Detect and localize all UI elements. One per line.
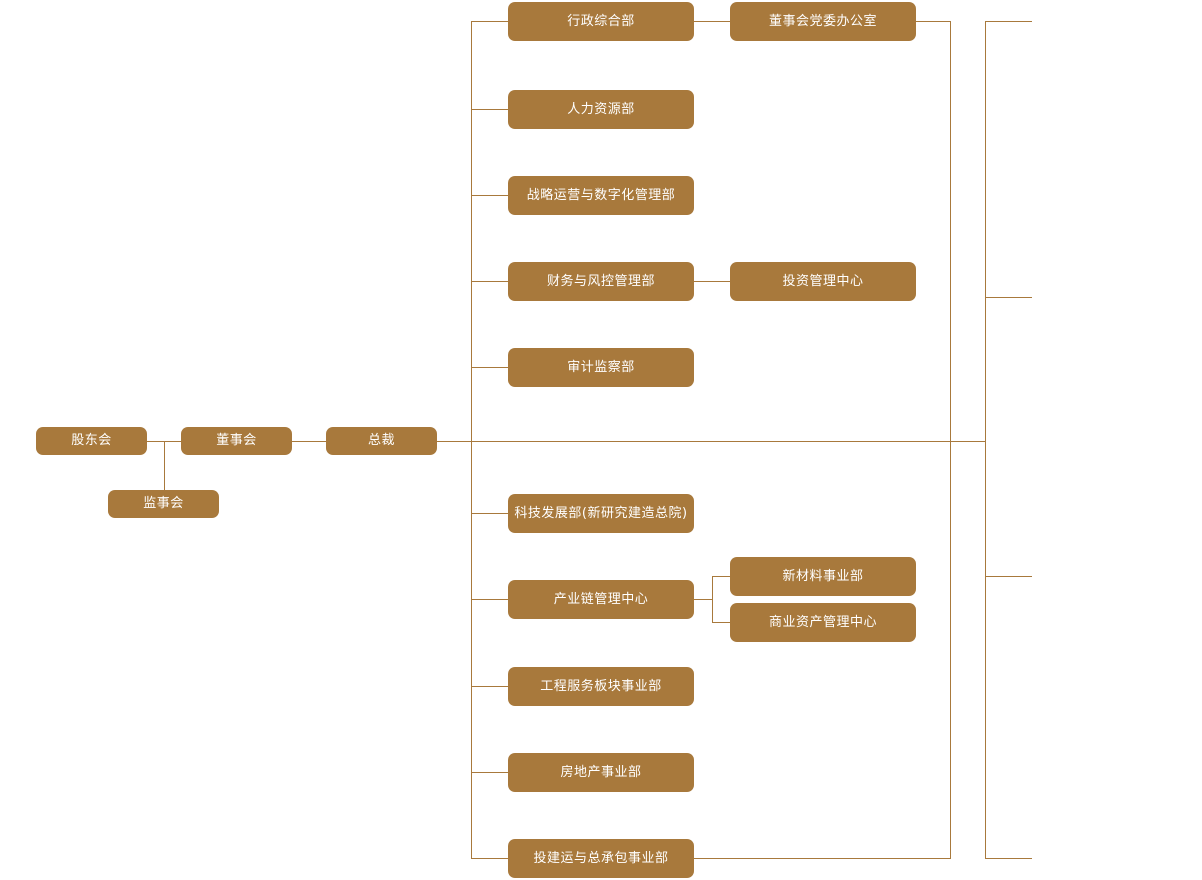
connector-admin-to-party-office (694, 21, 730, 22)
node-supervisory-board[interactable]: 监事会 (108, 490, 219, 518)
stub-upper-3 (471, 195, 509, 196)
connector-finance-to-investment (694, 281, 730, 282)
node-investment-construction-contracting-division[interactable]: 投建运与总承包事业部 (508, 839, 694, 878)
node-engineering-services-division[interactable]: 工程服务板块事业部 (508, 667, 694, 706)
stub-upper-4 (471, 281, 509, 282)
stub-upper-5 (471, 367, 509, 368)
node-new-materials-division[interactable]: 新材料事业部 (730, 557, 916, 596)
stub-lower-1 (471, 513, 509, 514)
node-human-resources-department[interactable]: 人力资源部 (508, 90, 694, 129)
node-industry-chain-management-center[interactable]: 产业链管理中心 (508, 580, 694, 619)
connector-fork-to-commercial-assets (712, 622, 730, 623)
node-president[interactable]: 总裁 (326, 427, 437, 455)
node-real-estate-division[interactable]: 房地产事业部 (508, 753, 694, 792)
connector-industry-chain-fork-vertical (712, 576, 713, 623)
stub-lower-2 (471, 599, 509, 600)
node-audit-supervision-department[interactable]: 审计监察部 (508, 348, 694, 387)
node-investment-management-center[interactable]: 投资管理中心 (730, 262, 916, 301)
node-strategy-operations-digital-department[interactable]: 战略运营与数字化管理部 (508, 176, 694, 215)
right-rail-2-bottom-stub (985, 858, 1032, 859)
node-board-party-committee-office[interactable]: 董事会党委办公室 (730, 2, 916, 41)
right-rail-2-mid-upper-stub (985, 297, 1032, 298)
node-commercial-asset-management-center[interactable]: 商业资产管理中心 (730, 603, 916, 642)
connector-industry-chain-stem (694, 599, 712, 600)
right-rail-2-vertical (985, 21, 986, 859)
connector-supervisory-vertical (164, 441, 165, 490)
right-rail-2-top-stub (985, 21, 1032, 22)
node-administration-department[interactable]: 行政综合部 (508, 2, 694, 41)
stub-lower-4 (471, 772, 509, 773)
stub-upper-1 (471, 21, 509, 22)
right-rail-2-mid-lower-stub (985, 576, 1032, 577)
node-shareholders-meeting[interactable]: 股东会 (36, 427, 147, 455)
right-rail-1-top-stub (916, 21, 951, 22)
stub-lower-5 (471, 858, 509, 859)
main-vertical-rail (471, 21, 472, 859)
connector-fork-to-new-materials (712, 576, 730, 577)
stub-upper-2 (471, 109, 509, 110)
node-board-of-directors[interactable]: 董事会 (181, 427, 292, 455)
node-finance-risk-control-department[interactable]: 财务与风控管理部 (508, 262, 694, 301)
node-technology-development-department[interactable]: 科技发展部(新研究建造总院) (508, 494, 694, 533)
connector-board-to-president (292, 441, 327, 442)
connector-president-to-main-rail (437, 441, 985, 442)
right-rail-1-vertical (950, 21, 951, 859)
right-rail-1-bottom-stub (694, 858, 951, 859)
stub-lower-3 (471, 686, 509, 687)
